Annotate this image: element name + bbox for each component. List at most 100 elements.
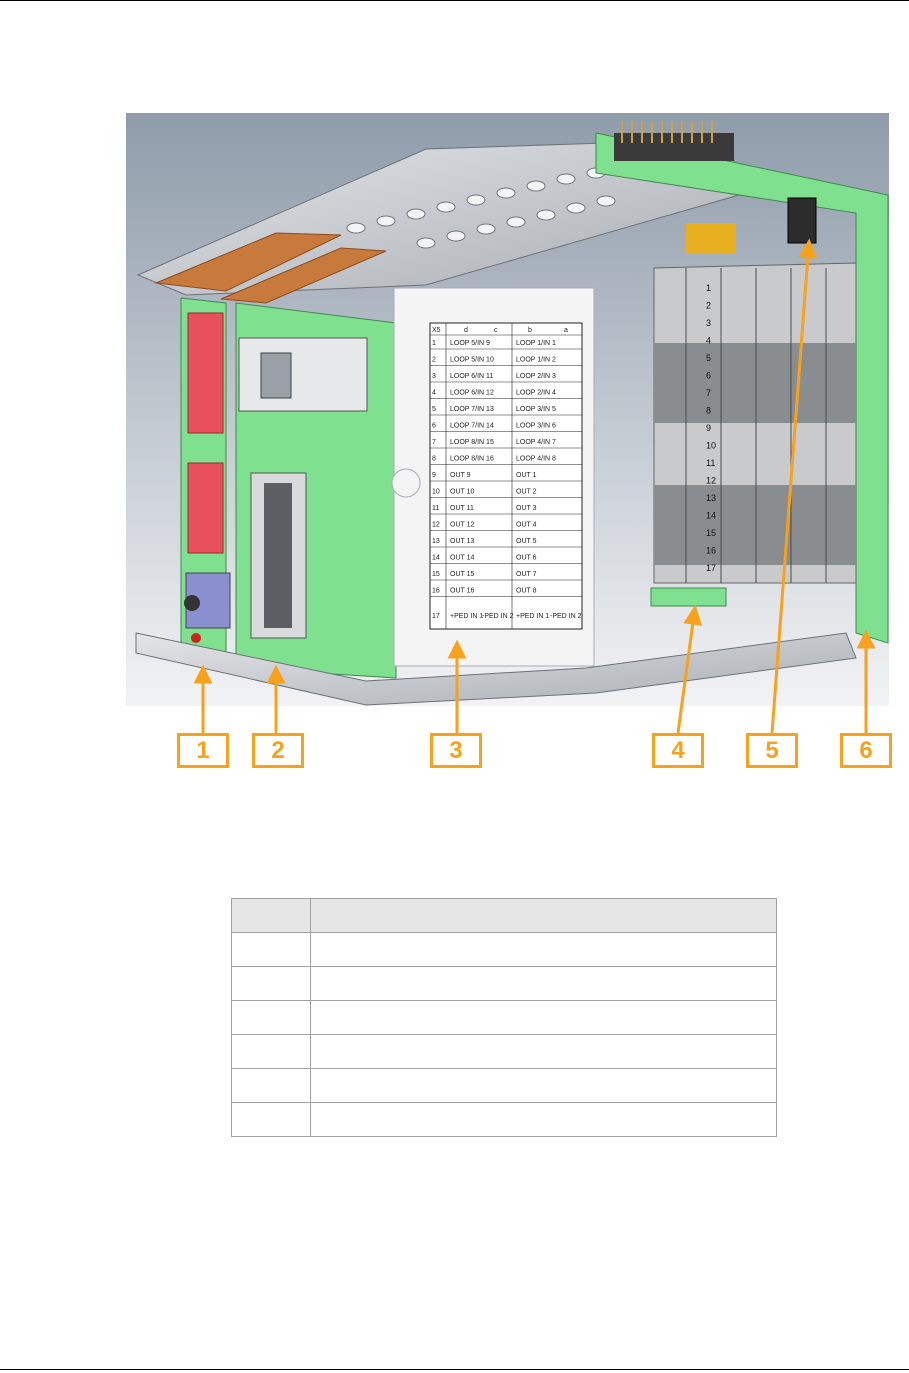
label-sheet-row-text: OUT 6: [516, 555, 537, 562]
label-sheet-row-text: OUT 2: [516, 489, 537, 496]
callout-5: 5: [746, 733, 798, 768]
terminal-number: 10: [706, 441, 716, 451]
terminal-number: 16: [706, 546, 716, 556]
terminal-number: 14: [706, 511, 716, 521]
label-sheet-row-text: LOOP 2/IN 3: [516, 373, 556, 380]
label-sheet-row-number: 13: [432, 538, 440, 545]
label-sheet-row-number: 7: [432, 439, 436, 446]
label-sheet-row-text: LOOP 3/IN 6: [516, 423, 556, 430]
label-sheet-row-number: 16: [432, 588, 440, 595]
callout-4: 4: [652, 733, 704, 768]
table-cell: [310, 966, 777, 1001]
table-header-row: [231, 898, 777, 933]
label-sheet-last-row-a: -PED IN 2: [550, 613, 582, 620]
terminal-number: 3: [706, 318, 711, 328]
label-sheet-row-text: OUT 14: [450, 555, 474, 562]
callout-3: 3: [430, 733, 482, 768]
terminal-number: 15: [706, 528, 716, 538]
label-sheet-row-number: 1: [432, 340, 436, 347]
label-sheet-header-a: a: [564, 327, 568, 334]
label-sheet-row-text: LOOP 6/IN 11: [450, 373, 493, 380]
label-sheet-row-text: LOOP 4/IN 7: [516, 439, 556, 446]
label-sheet-last-row-num: 17: [432, 613, 440, 620]
footer-rule: [0, 1369, 909, 1370]
label-sheet-row-number: 15: [432, 571, 440, 578]
table-row: [231, 1034, 777, 1069]
callout-1: 1: [177, 733, 229, 768]
label-sheet-row-text: OUT 7: [516, 571, 537, 578]
terminal-number: 5: [706, 353, 711, 363]
label-sheet-row-number: 3: [432, 373, 436, 380]
label-sheet-last-row-d: +PED IN 1: [450, 613, 483, 620]
table-cell: [310, 1102, 777, 1137]
label-sheet-row-text: LOOP 1/IN 1: [516, 340, 556, 347]
label-sheet-row-number: 12: [432, 522, 440, 529]
label-sheet-row-number: 10: [432, 489, 440, 496]
label-sheet-row-text: OUT 13: [450, 538, 474, 545]
label-sheet-rows: 1 LOOP 5/IN 9 LOOP 1/IN 1 2 LOOP 5/IN 10 LOOP…: [430, 340, 582, 597]
label-sheet-row-number: 11: [432, 505, 439, 512]
label-sheet-row-text: OUT 1: [516, 472, 537, 479]
terminal-number: 12: [706, 476, 716, 486]
table-cell: [231, 1000, 311, 1035]
terminal-number: 9: [706, 423, 711, 433]
label-sheet-row-text: LOOP 6/IN 12: [450, 390, 494, 397]
label-sheet-row-text: LOOP 2/IN 4: [516, 390, 556, 397]
label-sheet-row-text: LOOP 5/IN 10: [450, 357, 494, 364]
table-row: [231, 932, 777, 967]
label-sheet-row-number: 8: [432, 456, 436, 463]
table-row: [231, 1068, 777, 1103]
callout-arrows: [193, 238, 876, 734]
label-sheet-row-text: OUT 8: [516, 588, 537, 595]
table-cell: [231, 1102, 311, 1137]
table-cell: [231, 932, 311, 967]
table-cell: [310, 932, 777, 967]
label-sheet-row-text: OUT 10: [450, 489, 474, 496]
label-sheet-row-text: LOOP 7/IN 14: [450, 423, 494, 430]
label-sheet-last-row-b: +PED IN 1: [516, 613, 549, 620]
table-row: [231, 966, 777, 1001]
label-sheet-last-row-c: -PED IN 2: [482, 613, 514, 620]
table-cell: [231, 1034, 311, 1069]
table-cell: [231, 966, 311, 1001]
label-sheet-row-text: LOOP 7/IN 13: [450, 406, 494, 413]
label-sheet-row-number: 4: [432, 390, 436, 397]
label-sheet-row-text: OUT 11: [450, 505, 474, 512]
terminal-number: 4: [706, 336, 711, 346]
label-sheet-row-text: OUT 15: [450, 571, 474, 578]
terminal-number: 13: [706, 493, 716, 503]
label-sheet-header-d: d: [464, 327, 468, 334]
label-sheet-row-text: LOOP 8/IN 15: [450, 439, 494, 446]
label-sheet-row-text: OUT 5: [516, 538, 537, 545]
label-sheet-row-number: 14: [432, 555, 440, 562]
table-row: [231, 1102, 777, 1137]
terminal-number: 17: [706, 563, 716, 573]
label-sheet-row-text: LOOP 8/IN 16: [450, 456, 494, 463]
label-sheet-row-text: LOOP 4/IN 8: [516, 456, 556, 463]
terminal-number: 8: [706, 406, 711, 416]
label-sheet-row-text: LOOP 5/IN 9: [450, 340, 490, 347]
label-sheet-row-number: 9: [432, 472, 436, 479]
table-header-cell: [231, 898, 311, 933]
label-sheet-row-text: OUT 16: [450, 588, 474, 595]
table-cell: [231, 1068, 311, 1103]
terminal-number: 2: [706, 301, 711, 311]
terminal-number: 1: [706, 283, 711, 293]
component-table: [231, 898, 777, 1137]
label-sheet-header-x5: X5: [432, 327, 441, 334]
terminal-number: 7: [706, 388, 711, 398]
label-sheet-row-number: 2: [432, 357, 436, 364]
terminal-number: 6: [706, 371, 711, 381]
table-cell: [310, 1068, 777, 1103]
label-sheet-row-text: OUT 3: [516, 505, 537, 512]
label-sheet-row-text: OUT 4: [516, 522, 537, 529]
label-sheet-row-text: LOOP 3/IN 5: [516, 406, 556, 413]
table-cell: [310, 1034, 777, 1069]
label-sheet-row-text: OUT 9: [450, 472, 471, 479]
terminal-number: 11: [706, 458, 715, 468]
callout-2: 2: [252, 733, 304, 768]
header-rule: [0, 0, 909, 1]
